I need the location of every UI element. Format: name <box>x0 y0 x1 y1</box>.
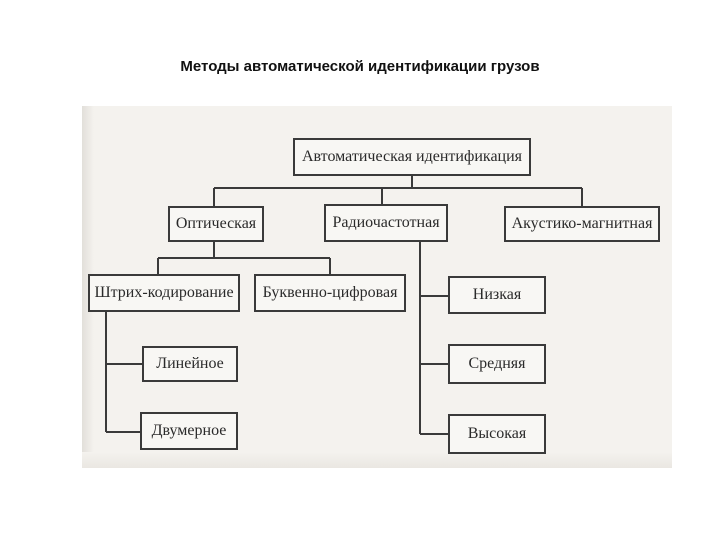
node-alphanumeric: Буквенно-цифровая <box>254 274 406 312</box>
node-optical: Оптическая <box>168 206 264 242</box>
node-low: Низкая <box>448 276 546 314</box>
node-acoustic: Акустико-магнитная <box>504 206 660 242</box>
node-linear: Линейное <box>142 346 238 382</box>
page-title: Методы автоматической идентификации груз… <box>180 58 540 75</box>
node-root: Автоматическая идентификация <box>293 138 531 176</box>
scan-shadow-bottom <box>82 452 672 468</box>
node-high: Высокая <box>448 414 546 454</box>
node-medium: Средняя <box>448 344 546 384</box>
node-two-dimensional: Двумерное <box>140 412 238 450</box>
node-radio: Радиочастотная <box>324 204 448 242</box>
node-barcode: Штрих-кодирование <box>88 274 240 312</box>
